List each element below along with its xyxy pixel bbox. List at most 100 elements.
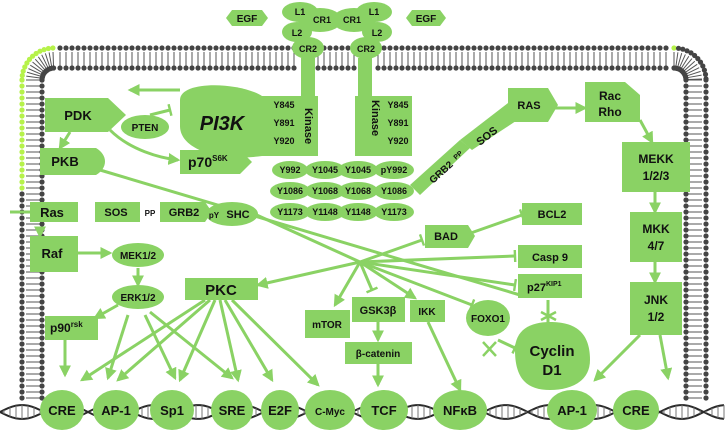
edge-pkc-e2f bbox=[223, 299, 274, 383]
l2-left-label: L2 bbox=[292, 28, 303, 38]
lipid-head-outer bbox=[19, 101, 25, 107]
lipid-head-inner bbox=[609, 65, 615, 71]
lipid-head-inner bbox=[273, 65, 279, 71]
lipid-head-outer bbox=[684, 48, 690, 54]
lipid-head-inner bbox=[683, 293, 689, 299]
lipid-head-outer bbox=[703, 347, 709, 353]
lipid-head-outer bbox=[333, 45, 339, 51]
edge-pkc-cre bbox=[79, 298, 206, 382]
lipid-head-inner bbox=[683, 203, 689, 209]
lipid-head-outer bbox=[327, 45, 333, 51]
edge-bad-bcl2 bbox=[467, 208, 526, 236]
lipid-head-outer bbox=[19, 227, 25, 233]
lipid-head-inner bbox=[621, 65, 627, 71]
lipid-head-outer bbox=[267, 45, 273, 51]
lipid-head-outer bbox=[33, 50, 39, 57]
jnk-shape bbox=[630, 282, 682, 335]
lipid-head-outer bbox=[19, 257, 25, 263]
domain-l2-left bbox=[282, 22, 312, 42]
lipid-head-inner bbox=[683, 113, 689, 119]
lipid-head-outer bbox=[423, 45, 429, 51]
lipid-head-outer bbox=[19, 167, 25, 173]
tf-bubble bbox=[613, 390, 659, 430]
shc-shape bbox=[206, 202, 258, 226]
grb2-left-shape bbox=[160, 202, 212, 222]
lipid-head-inner bbox=[615, 65, 621, 71]
lipid-head-inner bbox=[683, 359, 689, 365]
lipid-head-inner bbox=[39, 107, 45, 113]
lipid-head-inner bbox=[683, 119, 689, 125]
site-y992-left bbox=[272, 161, 308, 179]
lipid-head-inner bbox=[683, 107, 689, 113]
lipid-head-inner bbox=[39, 353, 45, 359]
edge-hub-casp9 bbox=[359, 249, 517, 264]
lipid-head-inner bbox=[39, 347, 45, 353]
lipid-head-outer bbox=[703, 311, 709, 317]
mekk-shape bbox=[622, 142, 690, 192]
lipid-head-outer bbox=[703, 257, 709, 263]
lipid-head-inner bbox=[441, 65, 447, 71]
site-y891-right-label: Y891 bbox=[387, 118, 408, 128]
tf-label: CRE bbox=[622, 403, 650, 418]
lipid-head-outer bbox=[279, 45, 285, 51]
lipid-head-outer bbox=[19, 365, 25, 371]
lipid-head-inner bbox=[39, 377, 45, 383]
lipid-head-inner bbox=[537, 65, 543, 71]
lipid-head-outer bbox=[339, 45, 345, 51]
p90-superscript: rsk bbox=[71, 320, 84, 329]
tf-bubble bbox=[305, 390, 355, 430]
lipid-head-outer bbox=[219, 45, 225, 51]
lipid-tail bbox=[686, 67, 700, 75]
lipid-head-inner bbox=[477, 65, 483, 71]
lipid-head-inner bbox=[627, 65, 633, 71]
lipid-head-outer bbox=[19, 179, 25, 185]
p70-main: p70 bbox=[188, 154, 212, 170]
lipid-head-inner bbox=[483, 65, 489, 71]
lipid-head-inner bbox=[39, 125, 45, 131]
lipid-head-outer bbox=[19, 389, 25, 395]
block-mark-p27 bbox=[540, 310, 557, 322]
lipid-head-inner bbox=[429, 65, 435, 71]
lipid-head-outer bbox=[19, 131, 25, 137]
cr1-left-label: CR1 bbox=[313, 15, 331, 25]
pi3k-shape bbox=[180, 85, 262, 158]
lipid-head-inner bbox=[327, 65, 333, 71]
lipid-head-outer bbox=[19, 143, 25, 149]
lipid-head-inner bbox=[683, 377, 689, 383]
lipid-head-outer bbox=[703, 305, 709, 311]
site-y1148-right bbox=[338, 203, 378, 221]
lipid-head-inner bbox=[381, 65, 387, 71]
sos-left-shape bbox=[95, 202, 140, 222]
lipid-head-inner bbox=[495, 65, 501, 71]
lipid-head-outer bbox=[19, 395, 25, 401]
lipid-head-outer bbox=[45, 45, 52, 52]
lipid-head-outer bbox=[703, 335, 709, 341]
lipid-head-outer bbox=[22, 64, 28, 70]
lipid-head-inner bbox=[423, 65, 429, 71]
lipid-head-outer bbox=[141, 45, 147, 51]
lipid-head-outer bbox=[19, 77, 25, 83]
lipid-head-outer bbox=[703, 197, 709, 203]
mek12-shape bbox=[112, 243, 164, 267]
site-y920-right-label: Y920 bbox=[387, 136, 408, 146]
lipid-head-outer bbox=[703, 281, 709, 287]
lipid-head-outer bbox=[703, 77, 709, 83]
lipid-head-inner bbox=[489, 65, 495, 71]
lipid-head-inner bbox=[453, 65, 459, 71]
lipid-head-inner bbox=[683, 89, 689, 95]
lipid-head-inner bbox=[405, 65, 411, 71]
lipid-head-outer bbox=[41, 47, 47, 53]
lipid-head-outer bbox=[19, 329, 25, 335]
lipid-head-inner bbox=[39, 191, 45, 197]
erk12-shape bbox=[112, 285, 164, 309]
lipid-head-outer bbox=[615, 45, 621, 51]
edge-hub-gsk bbox=[358, 261, 378, 294]
lipid-head-outer bbox=[159, 45, 165, 51]
lipid-tail bbox=[48, 52, 53, 67]
cyclin-label-line1: Cyclin bbox=[529, 343, 574, 360]
lipid-head-inner bbox=[399, 65, 405, 71]
lipid-head-outer bbox=[20, 68, 26, 74]
lipid-head-inner bbox=[645, 65, 651, 71]
